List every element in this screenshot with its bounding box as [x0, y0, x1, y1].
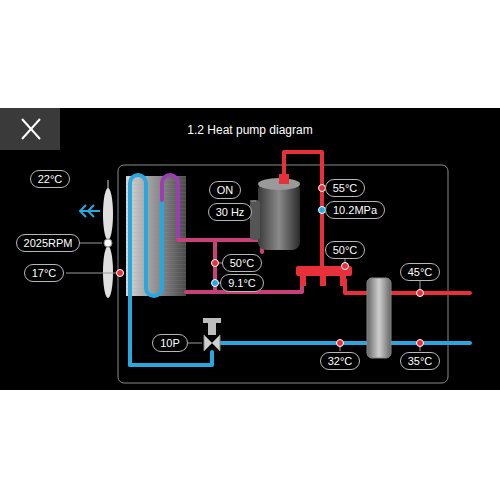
leader-lines — [66, 188, 420, 351]
fan-symbol — [103, 180, 113, 298]
readout-text: 45°C — [408, 265, 433, 279]
sensor-readout: 17°C — [24, 264, 65, 282]
sensor-readout: ON — [209, 181, 242, 199]
screen-title: 1.2 Heat pump diagram — [0, 122, 500, 138]
sensor-readout: 10.2MPa — [325, 201, 385, 219]
coil-block — [126, 176, 186, 296]
sensor-dots — [117, 185, 424, 347]
coil-fins — [126, 176, 186, 296]
sensor-readout: 32°C — [320, 352, 361, 370]
sensor-readout: 35°C — [400, 352, 441, 370]
sensor-readout: 45°C — [400, 263, 441, 281]
readout-text: ON — [217, 183, 234, 197]
sensor-readout: 2025RPM — [16, 234, 81, 252]
sensor-readout: 9.1°C — [220, 274, 264, 292]
expansion-valve — [203, 318, 221, 351]
readout-text: 22°C — [38, 172, 63, 186]
gas-pipe — [162, 175, 178, 240]
readout-text: 50°C — [333, 243, 358, 257]
readout-text: 10P — [160, 336, 180, 350]
sensor-readout: 22°C — [30, 170, 71, 188]
water-flow-pipe — [345, 280, 470, 293]
sensor-readout: 50°C — [325, 241, 366, 259]
readout-text: 35°C — [408, 354, 433, 368]
readout-text: 30 Hz — [216, 205, 245, 219]
readout-text: 9.1°C — [228, 276, 256, 290]
sensor-readout: 10P — [152, 334, 188, 352]
unit-outline — [118, 165, 448, 383]
airflow-arrows — [80, 205, 100, 217]
compressor — [250, 174, 300, 250]
readout-text: 55°C — [333, 181, 358, 195]
close-tab — [0, 108, 60, 150]
sensor-readout: 30 Hz — [208, 203, 253, 221]
sensor-readout: 55°C — [325, 179, 366, 197]
plate-heat-exchanger — [367, 278, 391, 358]
cold-pipe — [130, 352, 212, 365]
close-icon — [22, 119, 40, 139]
readout-text: 2025RPM — [24, 236, 73, 250]
screen-background — [0, 108, 500, 390]
suction-pipe — [178, 240, 262, 252]
readout-text: 50°C — [230, 256, 255, 270]
sensor-readout: 50°C — [222, 254, 263, 272]
readout-text: 17°C — [32, 266, 57, 280]
water-return-pipe — [220, 341, 470, 345]
readout-text: 32°C — [328, 354, 353, 368]
readout-text: 10.2MPa — [333, 203, 377, 217]
